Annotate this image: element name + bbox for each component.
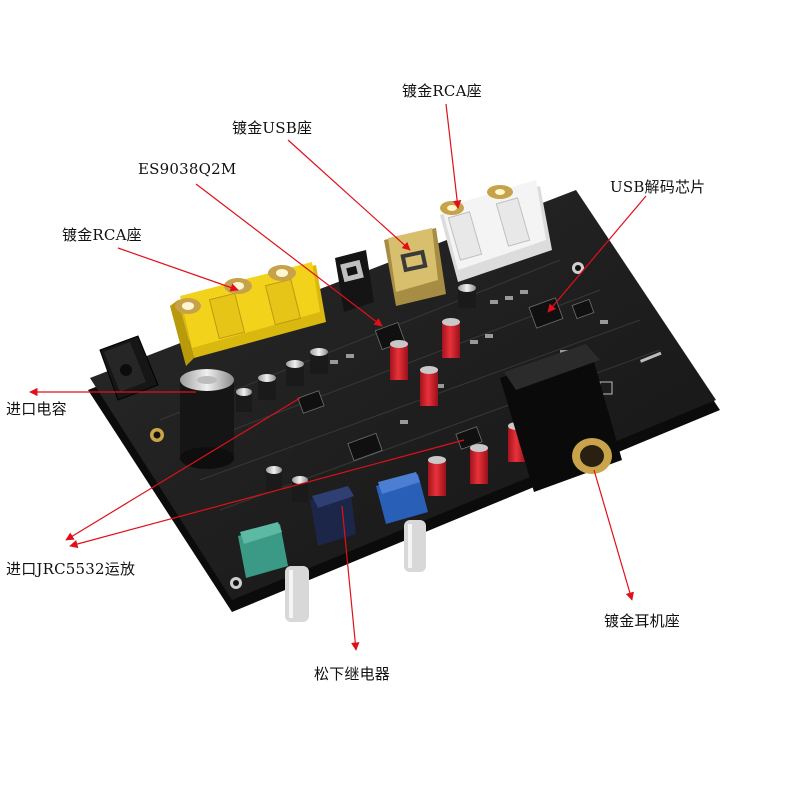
arrow-dac-chip xyxy=(195,183,383,327)
label-headphone-jack: 镀金耳机座 xyxy=(604,612,681,630)
label-usb-jack: 镀金USB座 xyxy=(232,119,313,137)
red-capacitors xyxy=(390,318,526,496)
callout-arrows xyxy=(29,103,647,651)
label-dac-chip: ES9038Q2M xyxy=(138,160,237,178)
arrow-rca-left xyxy=(117,247,239,292)
label-rca-right: 镀金RCA座 xyxy=(402,82,482,100)
optical-jack xyxy=(335,250,374,312)
arrow-opamp-2 xyxy=(69,439,465,549)
label-capacitor: 进口电容 xyxy=(6,400,67,418)
usb-b-jack xyxy=(384,228,446,306)
label-relay: 松下继电器 xyxy=(314,665,391,683)
arrow-usb-jack xyxy=(287,139,411,251)
arrow-opamp-1 xyxy=(65,397,301,541)
arrow-usb-decoder xyxy=(547,195,647,313)
label-rca-left: 镀金RCA座 xyxy=(62,226,142,244)
label-usb-decoder: USB解码芯片 xyxy=(610,178,706,196)
volume-pot-teal xyxy=(238,522,309,622)
dc-power-jack xyxy=(99,335,159,401)
label-opamp: 进口JRC5532运放 xyxy=(6,560,136,578)
arrow-relay xyxy=(341,505,360,651)
arrow-headphone xyxy=(593,469,634,601)
main-capacitor xyxy=(180,369,234,469)
small-capacitors xyxy=(236,284,476,502)
headphone-jack xyxy=(500,344,622,492)
volume-pot-blue xyxy=(376,472,428,572)
arrow-rca-right xyxy=(445,103,462,209)
rca-jack-white xyxy=(440,180,552,282)
